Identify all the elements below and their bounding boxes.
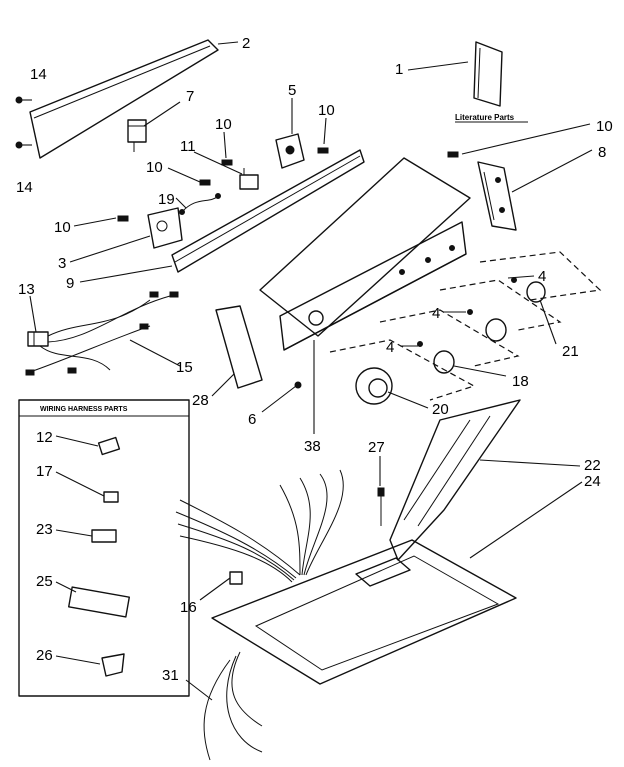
part-5-timer (275, 124, 305, 169)
callout-24: 24 (584, 473, 601, 490)
part-28-end-cap (215, 305, 263, 389)
callout-28: 28 (192, 392, 209, 409)
part-38-console (259, 157, 471, 351)
part-1-literature: Literature Parts (455, 41, 528, 123)
callout-10-far-right: 10 (596, 118, 613, 135)
part-10-screws (117, 147, 459, 222)
callout-4-mid: 4 (432, 305, 440, 322)
callout-23: 23 (36, 521, 53, 538)
callout-16: 16 (180, 599, 197, 616)
callout-4-top: 4 (538, 268, 546, 285)
part-14-screws (15, 96, 32, 149)
part-11-switch (239, 168, 259, 190)
callout-14-top: 14 (30, 66, 47, 83)
main-wire-harness (175, 469, 344, 761)
callout-3: 3 (58, 255, 66, 272)
part-16-clamp (229, 571, 243, 585)
callout-8: 8 (598, 144, 606, 161)
callout-4-low: 4 (386, 339, 394, 356)
literature-parts-label: Literature Parts (455, 113, 515, 122)
callout-19: 19 (158, 191, 175, 208)
part-7-switch (127, 119, 147, 152)
callout-10-mid: 10 (146, 159, 163, 176)
callout-12: 12 (36, 429, 53, 446)
callout-10-right-top: 10 (318, 102, 335, 119)
callout-10-left: 10 (54, 219, 71, 236)
callout-2: 2 (242, 35, 250, 52)
callout-11: 11 (180, 138, 196, 155)
callout-7: 7 (186, 88, 194, 105)
part-3-switch (147, 207, 183, 249)
part-20-knob (355, 367, 393, 405)
knob-grouping-dashed (329, 251, 602, 401)
callout-15: 15 (176, 359, 193, 376)
callout-20: 20 (432, 401, 449, 418)
part-18-knobs (417, 309, 507, 374)
callout-31: 31 (162, 667, 179, 684)
part-25 (68, 586, 130, 618)
part-27-screw (377, 487, 385, 526)
part-2-rear-panel (29, 39, 219, 159)
part-13-connector (27, 331, 49, 347)
wiring-harness-parts-box: WIRING HARNESS PARTS (18, 399, 190, 697)
part-17 (103, 491, 119, 503)
callout-numbers: 2 1 14 14 7 5 10 10 10 8 11 10 19 10 3 9… (16, 35, 613, 684)
callout-17: 17 (36, 463, 53, 480)
callout-26: 26 (36, 647, 53, 664)
callout-1: 1 (395, 61, 403, 78)
part-23 (91, 529, 117, 543)
part-12 (97, 436, 121, 456)
part-26 (101, 653, 125, 677)
callout-21: 21 (562, 343, 579, 360)
callout-10-center: 10 (215, 116, 232, 133)
part-24-top (211, 539, 517, 685)
part-15-harness (25, 291, 179, 376)
callout-27: 27 (368, 439, 385, 456)
callout-9: 9 (66, 275, 74, 292)
callout-25: 25 (36, 573, 53, 590)
callout-18: 18 (512, 373, 529, 390)
part-19-wire (179, 193, 221, 215)
callout-38: 38 (304, 438, 321, 455)
part-6-screw (294, 381, 302, 389)
part-21-knob (511, 277, 546, 303)
callout-22: 22 (584, 457, 601, 474)
callout-13: 13 (18, 281, 35, 298)
part-8-end-cap (477, 161, 517, 231)
callout-14-bottom: 14 (16, 179, 33, 196)
part-9-bracket (171, 149, 365, 273)
harness-box-title: WIRING HARNESS PARTS (40, 406, 128, 413)
part-22-chute (389, 399, 521, 561)
callout-6: 6 (248, 411, 256, 428)
callout-5: 5 (288, 82, 296, 99)
leader-lines (29, 41, 593, 701)
